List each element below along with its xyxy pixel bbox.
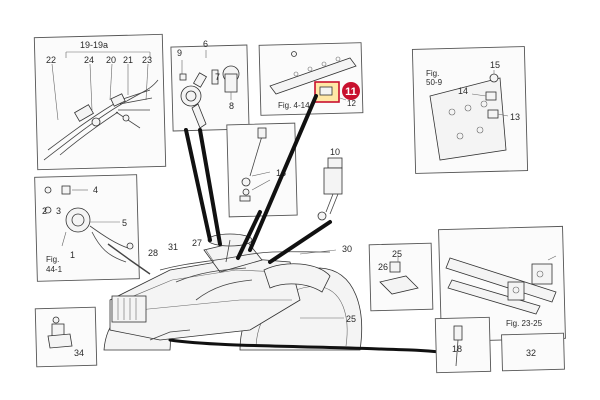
label-10: 10 bbox=[330, 147, 340, 157]
panel-part-16: 16 bbox=[226, 122, 298, 218]
label-5: 5 bbox=[122, 218, 127, 228]
label-30: 30 bbox=[342, 244, 352, 254]
label-21: 21 bbox=[123, 55, 133, 65]
panel-part-32: 32 bbox=[501, 332, 565, 372]
panel-wiring-19: 19-19a 22 24 20 21 23 bbox=[33, 33, 167, 171]
reference-lines bbox=[107, 94, 442, 354]
label-20: 20 bbox=[106, 55, 116, 65]
label-32: 32 bbox=[526, 348, 536, 358]
label-fig-44-1-b: 44-1 bbox=[46, 265, 63, 274]
label-14: 14 bbox=[458, 86, 468, 96]
label-31: 31 bbox=[168, 242, 178, 252]
part-10-cylinder: 10 bbox=[317, 147, 343, 221]
label-15: 15 bbox=[490, 60, 500, 70]
panel-fig-23-25: Fig. 23-25 bbox=[438, 225, 566, 343]
label-28: 28 bbox=[148, 248, 158, 258]
label-25: 25 bbox=[392, 249, 402, 259]
label-6: 6 bbox=[203, 39, 208, 49]
label-fig-44-1-a: Fig. bbox=[46, 255, 59, 264]
label-24: 24 bbox=[84, 55, 94, 65]
label-27: 27 bbox=[192, 238, 202, 248]
label-fig-50-9-a: Fig. bbox=[426, 69, 439, 78]
label-fig-50-9-b: 50-9 bbox=[426, 78, 443, 87]
panel-part-25-26: 25 26 bbox=[368, 242, 434, 312]
label-19-19a: 19-19a bbox=[80, 40, 108, 50]
label-18: 18 bbox=[452, 344, 462, 354]
tractor-illustration: 28 31 27 30 25 bbox=[103, 233, 363, 351]
callout-number: 11 bbox=[345, 86, 357, 98]
label-23: 23 bbox=[142, 55, 152, 65]
label-26: 26 bbox=[378, 262, 388, 272]
label-1: 1 bbox=[70, 250, 75, 260]
panel-fig-50-9: Fig. 50-9 15 14 13 bbox=[411, 46, 529, 174]
callout-badge bbox=[342, 82, 360, 100]
label-9: 9 bbox=[177, 48, 182, 58]
label-7: 7 bbox=[215, 72, 220, 82]
panel-fig-44-1: 4 3 2 5 1 Fig. 44-1 bbox=[34, 174, 140, 282]
label-12: 12 bbox=[347, 99, 356, 108]
label-2: 2 bbox=[42, 206, 47, 216]
label-fig-23-25: Fig. 23-25 bbox=[506, 319, 543, 328]
label-22: 22 bbox=[46, 55, 56, 65]
panel-part-34: 34 bbox=[34, 306, 98, 368]
label-4: 4 bbox=[93, 185, 98, 195]
label-8: 8 bbox=[229, 101, 234, 111]
label-fig-4-14: Fig. 4-14 bbox=[278, 101, 310, 110]
panel-key-switch: 9 6 7 8 bbox=[170, 39, 250, 132]
panel-part-18: 18 bbox=[434, 316, 492, 374]
label-34: 34 bbox=[74, 348, 84, 358]
label-25-main: 25 bbox=[346, 314, 356, 324]
label-3: 3 bbox=[56, 206, 61, 216]
panel-fig-4-14: Fig. 4-14 12 11 bbox=[258, 42, 364, 116]
label-13: 13 bbox=[510, 112, 520, 122]
